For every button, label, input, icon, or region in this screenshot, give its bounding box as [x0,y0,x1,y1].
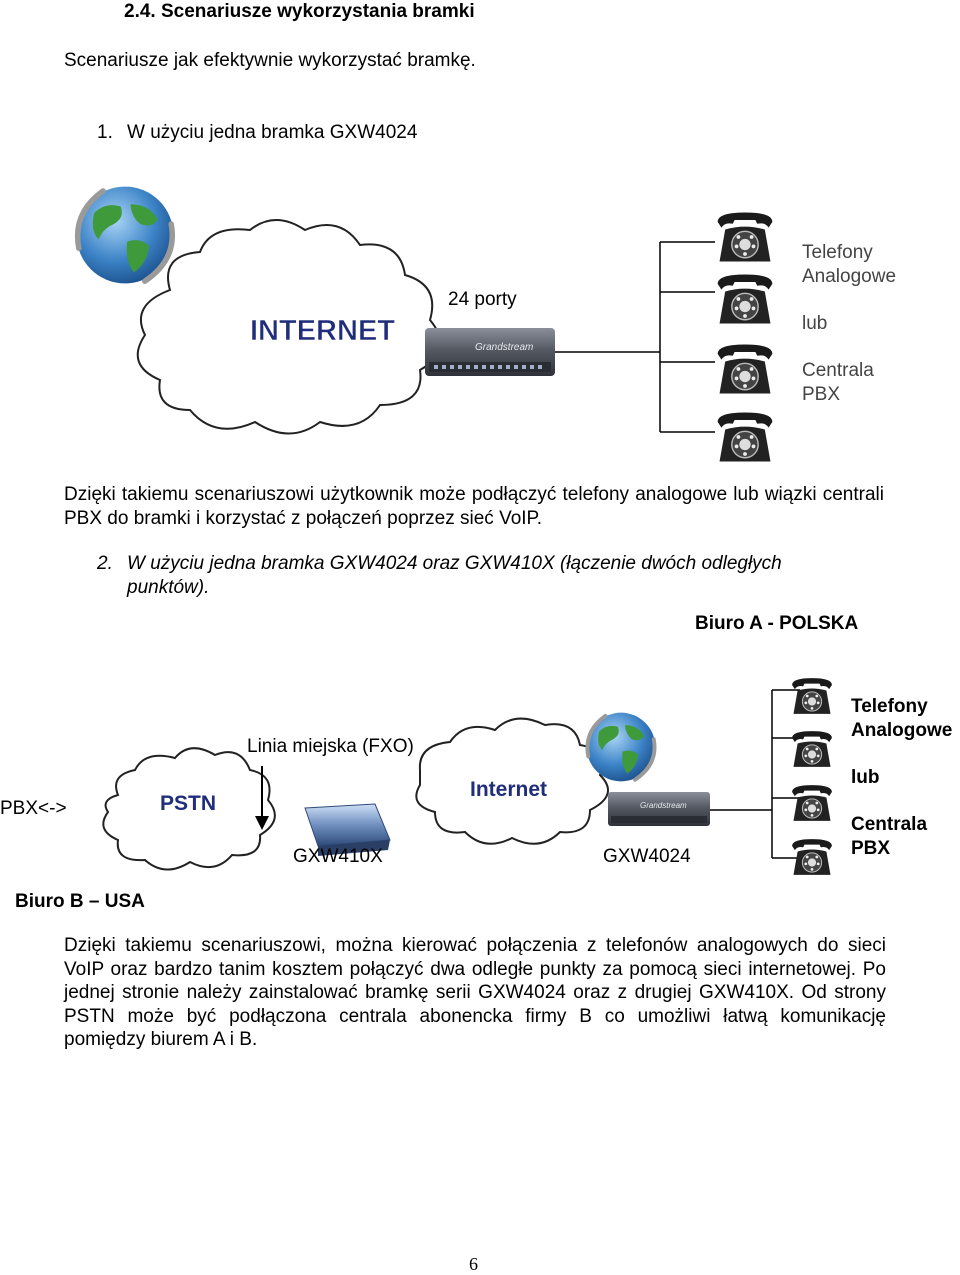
fxo-label: Linia miejska (FXO) [247,736,414,757]
scenario2-title-line2: punktów). [127,577,210,598]
label-centrala: Centrala [802,360,874,381]
connection-lines [555,241,715,433]
internet-cloud [136,219,442,435]
device-brand: Grandstream [640,801,687,810]
phone-icons [716,211,774,463]
gxw410x-device [304,803,391,856]
ports-label: 24 porty [448,289,517,310]
scenario1-diagram: INTERNET Grandstream 24 porty [60,160,960,475]
right-labels: Telefony Analogowe lub Centrala PBX [851,696,952,859]
right-labels: Telefony Analogowe lub Centrala PBX [802,242,896,405]
office-a-label: Biuro A - POLSKA [695,613,859,634]
pbx-label: PBX<-> [0,798,67,819]
telephone-icon [791,838,833,876]
phone-icons [791,677,833,876]
globe-icon [77,187,174,284]
page-number: 6 [469,1254,478,1274]
scenario1-number: 1. [97,122,113,143]
gxw4024-label: GXW4024 [603,846,691,867]
scenario2-number: 2. [97,553,113,574]
fxo-arrow [255,766,269,830]
gxw410x-label: GXW410X [293,846,383,867]
scenario2-description: Dzięki takiemu scenariuszowi, można kier… [64,935,886,1050]
label-telefony: Telefony [802,242,873,263]
scenario2-title-line1: W użyciu jedna bramka GXW4024 oraz GXW41… [127,553,782,574]
label-pbx: PBX [851,838,890,859]
gxw4024-device: Grandstream [608,792,710,826]
office-b-label: Biuro B – USA [15,891,145,912]
telephone-icon [716,273,774,325]
internet-label: INTERNET [250,315,395,347]
telephone-icon [716,211,774,263]
label-telefony: Telefony [851,696,928,717]
section-intro: Scenariusze jak efektywnie wykorzystać b… [64,50,476,71]
telephone-icon [791,677,833,715]
label-lub: lub [802,313,827,334]
device-brand: Grandstream [475,342,533,353]
connection-lines [710,689,800,859]
label-lub: lub [851,767,880,788]
label-centrala: Centrala [851,814,927,835]
scenario2-diagram: Biuro A - POLSKA PSTN Internet PBX<-> Bi… [0,600,960,920]
section-heading: 2.4. Scenariusze wykorzystania bramki [124,1,475,22]
internet-cloud [415,717,609,845]
telephone-icon [791,784,833,822]
scenario1-title: W użyciu jedna bramka GXW4024 [127,122,418,143]
pstn-cloud [102,747,276,871]
telephone-icon [716,343,774,395]
telephone-icon [791,730,833,768]
internet-label: Internet [470,778,547,801]
label-analogowe: Analogowe [851,720,952,741]
globe-icon [584,710,658,784]
gxw4024-device: Grandstream [425,328,555,376]
label-analogowe: Analogowe [802,266,896,287]
telephone-icon [716,411,774,463]
scenario1-description: Dzięki takiemu scenariuszowi użytkownik … [64,484,884,529]
pstn-label: PSTN [160,792,216,815]
label-pbx: PBX [802,384,840,405]
